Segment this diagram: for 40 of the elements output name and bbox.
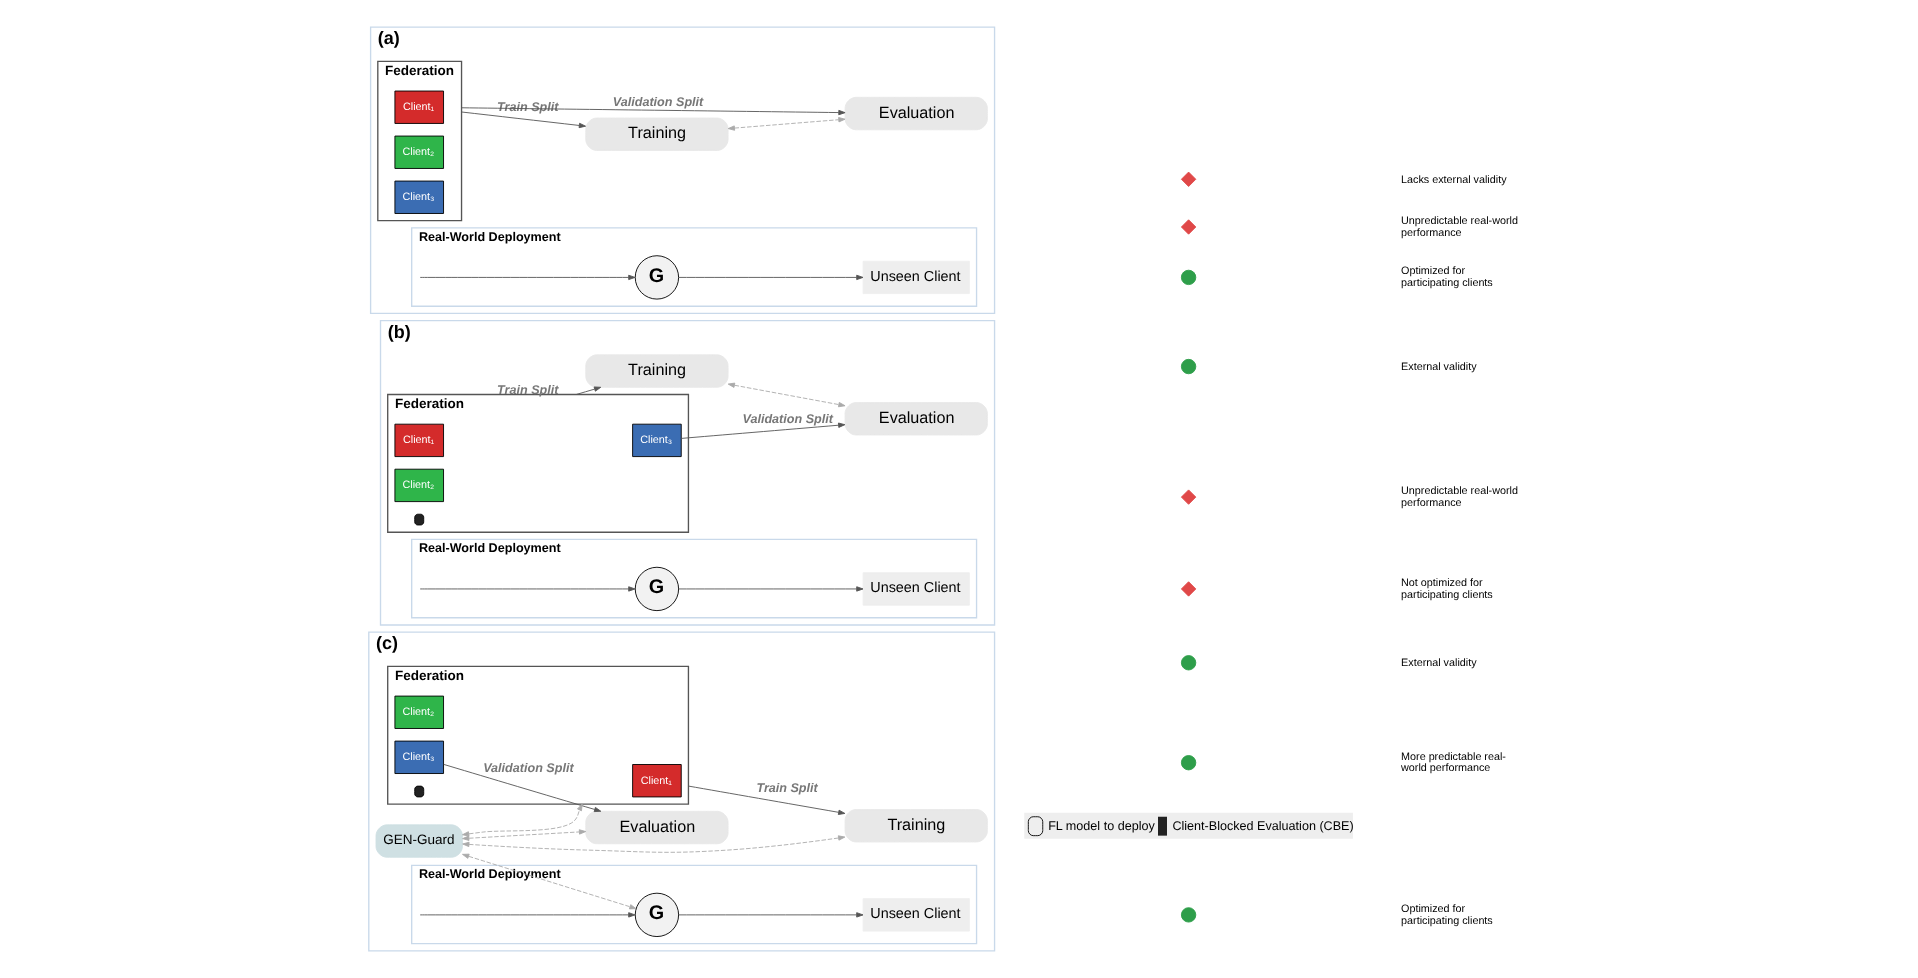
arrow	[688, 785, 846, 815]
arrow	[419, 586, 636, 592]
node-cross	[1180, 489, 1197, 505]
arrow	[419, 912, 636, 918]
node-box: Evaluation	[844, 402, 988, 436]
node-box: Training	[844, 809, 988, 843]
arrow	[462, 803, 583, 837]
arrow	[461, 111, 587, 129]
arrow	[443, 763, 602, 813]
arrow	[678, 274, 864, 281]
arrow	[462, 835, 846, 853]
arrow	[727, 117, 846, 131]
node-circle: G	[634, 566, 680, 612]
node-box: Training	[585, 117, 729, 151]
node-circle	[1180, 907, 1197, 923]
node-cross	[1180, 171, 1197, 187]
node-box: Evaluation	[585, 810, 729, 845]
node-box: Unseen Client	[862, 898, 970, 932]
arrow	[462, 853, 637, 910]
arrow	[575, 386, 602, 395]
arrow	[727, 382, 846, 408]
node-box: Unseen Client	[862, 572, 970, 606]
node-box: Training	[585, 354, 729, 388]
arrow	[462, 829, 587, 841]
node-circle	[1180, 755, 1197, 771]
node-circle: G	[634, 255, 680, 300]
node-circle	[1180, 269, 1197, 286]
node-circle	[1180, 655, 1197, 671]
node-cross	[1180, 581, 1197, 597]
node-box: Unseen Client	[862, 260, 970, 295]
arrow	[680, 422, 846, 439]
node-lock	[414, 785, 425, 798]
node-circle: G	[634, 892, 680, 937]
node-lock	[414, 513, 425, 526]
arrow	[419, 274, 636, 281]
node-circle	[1180, 358, 1197, 375]
arrow	[678, 586, 864, 592]
node-box: Evaluation	[844, 96, 988, 131]
node-cross	[1180, 219, 1197, 235]
arrow	[678, 912, 864, 918]
